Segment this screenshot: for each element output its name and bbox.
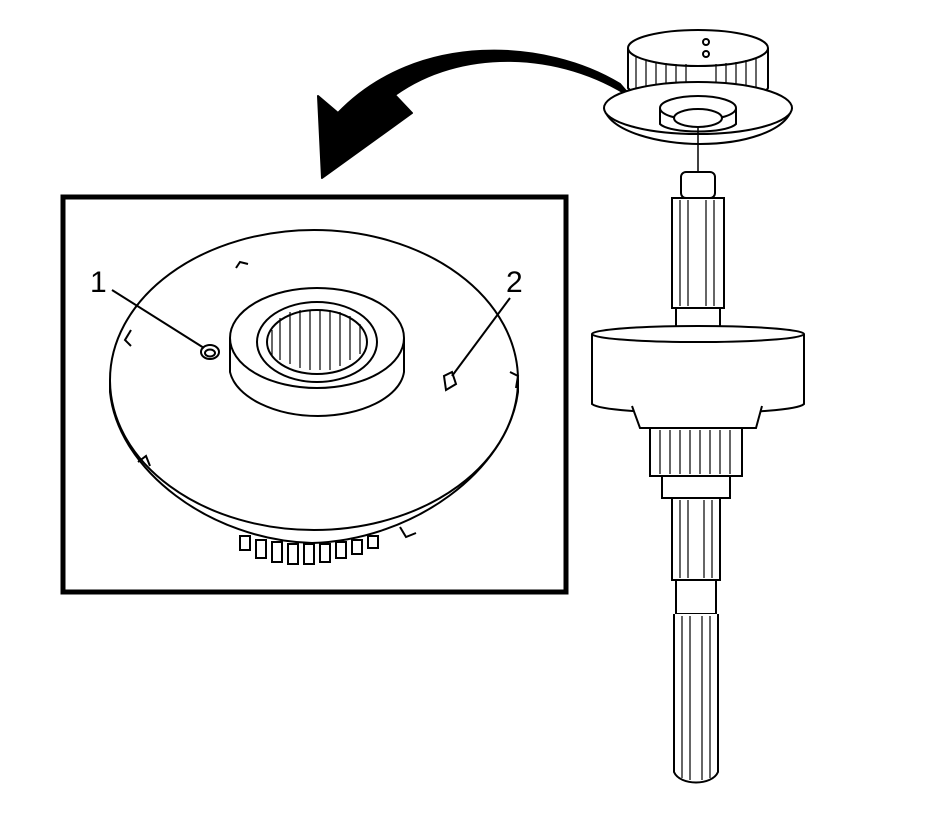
large-drum — [591, 325, 805, 429]
callout-leaders — [111, 289, 511, 377]
input-shaft-lower — [673, 614, 719, 784]
shaft-assembly — [591, 29, 805, 784]
inset-spline-lines — [271, 310, 361, 370]
locating-tab — [442, 370, 458, 392]
inset-piston-plate — [109, 229, 520, 565]
callout-label-1: 1 — [90, 266, 107, 299]
piston-plate — [603, 81, 793, 146]
callout-label-2: 2 — [506, 266, 523, 299]
gear-hub — [649, 427, 743, 499]
inset-plate-teeth — [239, 535, 379, 565]
input-shaft-middle — [671, 497, 721, 615]
input-shaft-upper — [671, 171, 725, 335]
removal-arrow — [317, 49, 633, 179]
